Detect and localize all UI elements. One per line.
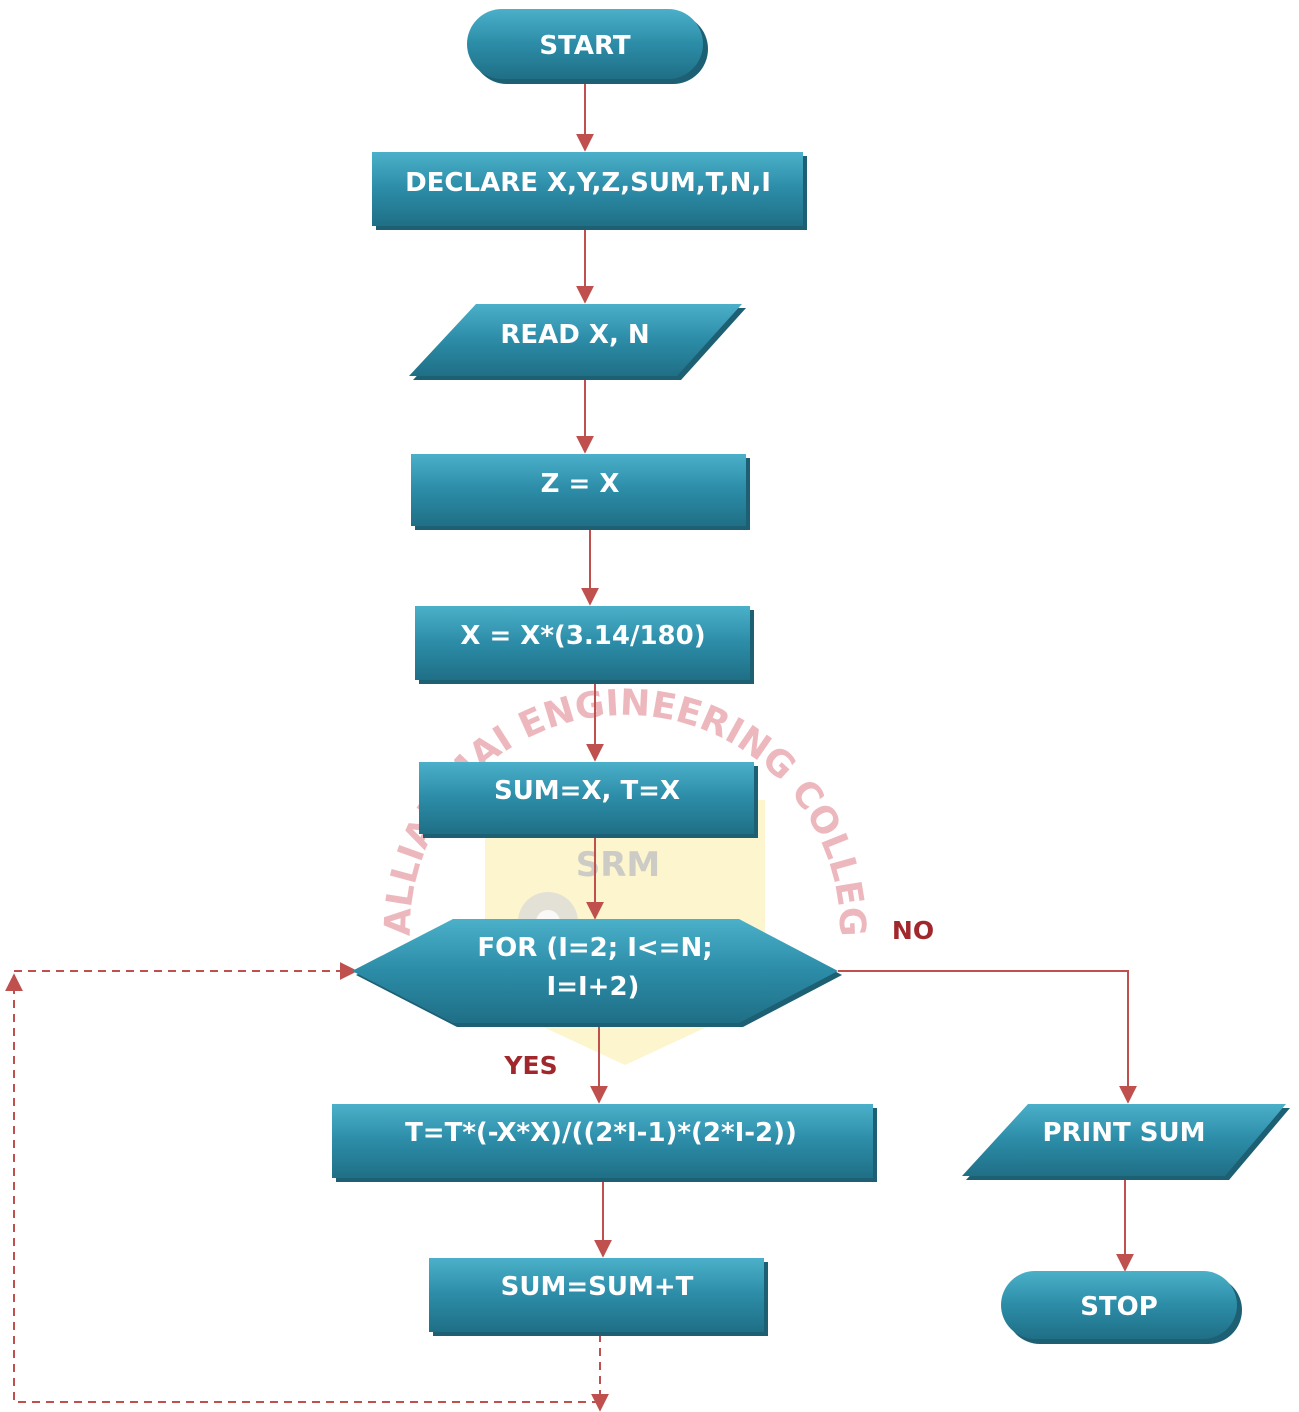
print-output: PRINT SUM <box>962 1104 1290 1180</box>
loop-label-line2: I=I+2) <box>547 972 640 1002</box>
term-process: T=T*(-X*X)/((2*I-1)*(2*I-2)) <box>332 1104 877 1182</box>
z-assign-label: Z = X <box>541 469 620 499</box>
z-assign-process: Z = X <box>411 454 750 530</box>
edge-label-no: NO <box>892 916 934 945</box>
start-terminator: START <box>467 9 708 84</box>
loop-label-line1: FOR (I=2; I<=N; <box>477 933 712 963</box>
loop-preparation: FOR (I=2; I<=N; I=I+2) <box>352 919 842 1027</box>
accumulate-process: SUM=SUM+T <box>429 1258 768 1336</box>
init-process: SUM=X, T=X <box>419 762 758 838</box>
stop-terminator: STOP <box>1001 1271 1242 1344</box>
edge-loopback-return <box>4 973 600 1403</box>
accumulate-label: SUM=SUM+T <box>501 1272 694 1302</box>
read-label: READ X, N <box>500 320 649 350</box>
stop-label: STOP <box>1080 1292 1158 1322</box>
x-convert-process: X = X*(3.14/180) <box>415 606 754 684</box>
declare-label: DECLARE X,Y,Z,SUM,T,N,I <box>405 168 771 198</box>
x-convert-label: X = X*(3.14/180) <box>460 621 705 651</box>
print-label: PRINT SUM <box>1042 1118 1205 1148</box>
watermark-logo-text: SRM <box>576 845 661 885</box>
init-label: SUM=X, T=X <box>494 776 680 806</box>
connectors <box>4 80 1137 1412</box>
edge-loop-print <box>838 970 1137 1104</box>
term-label: T=T*(-X*X)/((2*I-1)*(2*I-2)) <box>405 1118 797 1148</box>
start-label: START <box>539 31 630 61</box>
read-input: READ X, N <box>409 304 746 380</box>
declare-process: DECLARE X,Y,Z,SUM,T,N,I <box>372 152 807 230</box>
edge-label-yes: YES <box>503 1051 557 1080</box>
